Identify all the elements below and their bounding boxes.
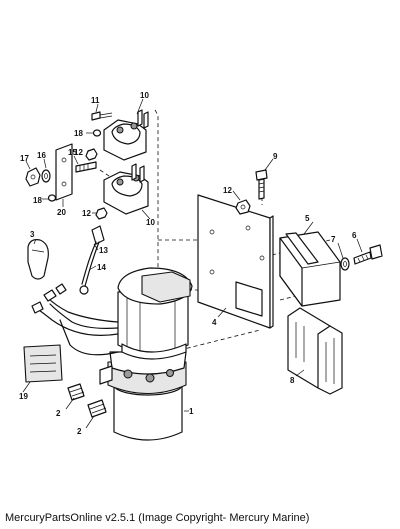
cable-assembly [79,225,105,295]
callout-12-upper: 12 [74,148,83,157]
callout-14: 14 [97,263,106,272]
callout-18-upper: 18 [74,129,83,138]
screw-11 [91,111,113,121]
callout-18-lower: 18 [33,196,42,205]
solenoid-lower [103,163,149,215]
nut-17 [25,167,41,187]
mounting-bracket [279,231,341,307]
callout-3: 3 [30,230,35,239]
bolt-6 [353,244,383,265]
callout-13: 13 [99,246,108,255]
leader-lines [22,98,363,429]
fitting-lower [87,399,107,418]
clamp-blocks [287,307,343,395]
callout-19: 19 [19,392,28,401]
wire-harness [31,283,119,356]
callout-4: 4 [212,318,217,327]
callouts: 1 2 2 3 4 5 6 7 8 9 10 10 11 12 12 12 13… [19,91,357,436]
terminal-boot [27,239,49,280]
copyright-footer: MercuryPartsOnline v2.5.1 (Image Copyrig… [5,512,310,524]
callout-9: 9 [273,152,278,161]
callout-12-plate: 12 [223,186,232,195]
callout-12-lower: 12 [82,209,91,218]
washer-7 [340,257,350,271]
callout-7: 7 [331,235,336,244]
nut-12-lower [95,207,108,220]
plate-20 [55,143,73,201]
washer-16 [41,169,51,183]
callout-15: 15 [68,148,77,157]
callout-17: 17 [20,154,29,163]
callout-2-lower: 2 [77,427,82,436]
callout-11: 11 [91,96,100,105]
callout-8: 8 [290,376,295,385]
mounting-plate [197,194,274,329]
callout-10-upper: 10 [140,91,149,100]
nut-12-upper [85,148,98,161]
bolt-9 [255,169,268,200]
callout-2-upper: 2 [56,409,61,418]
pump-motor-assembly [99,267,193,441]
fitting-upper [67,383,85,401]
washer-18-lower [47,194,57,202]
callout-6: 6 [352,231,357,240]
callout-1: 1 [189,407,194,416]
callout-5: 5 [305,214,310,223]
callout-10-lower: 10 [146,218,155,227]
callout-16: 16 [37,151,46,160]
stud-15 [75,161,97,173]
solenoid-upper [103,109,149,161]
nut-12-plate [235,199,251,215]
decal-tag [23,344,63,383]
callout-20: 20 [57,208,66,217]
washer-18-upper [92,129,102,137]
